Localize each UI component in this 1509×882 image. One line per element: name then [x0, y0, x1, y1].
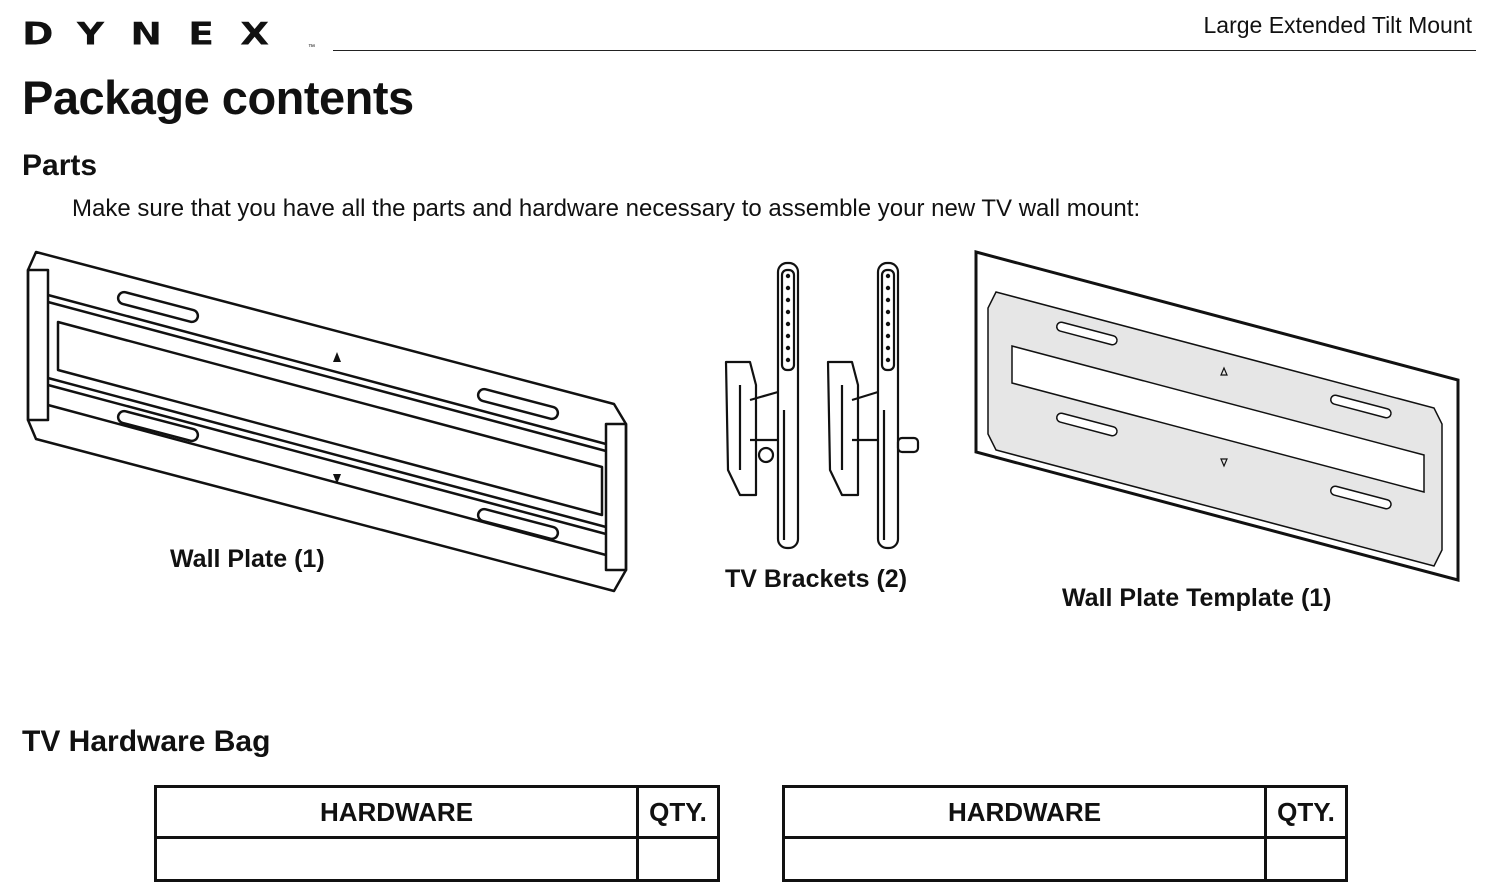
tv-brackets-illustration [724, 261, 920, 550]
table-cell [1264, 836, 1348, 882]
table-header-row: HARDWARE QTY. [782, 785, 1348, 839]
document-title: Large Extended Tilt Mount [1203, 12, 1473, 38]
hardware-table: HARDWARE QTY. [154, 785, 720, 882]
trademark-mark: ™ [308, 44, 315, 51]
tv-hardware-bag-heading: TV Hardware Bag [22, 725, 271, 758]
wall-plate-template-illustration [974, 250, 1460, 582]
table-cell [636, 836, 720, 882]
wall-plate-illustration [26, 250, 628, 593]
parts-heading: Parts [22, 149, 98, 182]
wall-plate-label: Wall Plate (1) [170, 545, 325, 573]
table-row [154, 836, 720, 882]
qty-column-header: QTY. [1264, 785, 1348, 839]
dynex-logo: DYNEX [22, 16, 296, 53]
tv-brackets-label: TV Brackets (2) [725, 565, 908, 593]
table-header-row: HARDWARE QTY. [154, 785, 720, 839]
page-title: Package contents [22, 71, 414, 124]
table-cell [154, 836, 639, 882]
wall-plate-template-label: Wall Plate Template (1) [1062, 584, 1332, 612]
hardware-column-header: HARDWARE [782, 785, 1267, 839]
hardware-table: HARDWARE QTY. [782, 785, 1348, 882]
table-row [782, 836, 1348, 882]
header-rule [333, 50, 1476, 51]
hardware-column-header: HARDWARE [154, 785, 639, 839]
table-cell [782, 836, 1267, 882]
qty-column-header: QTY. [636, 785, 720, 839]
parts-intro-text: Make sure that you have all the parts an… [72, 195, 1141, 222]
